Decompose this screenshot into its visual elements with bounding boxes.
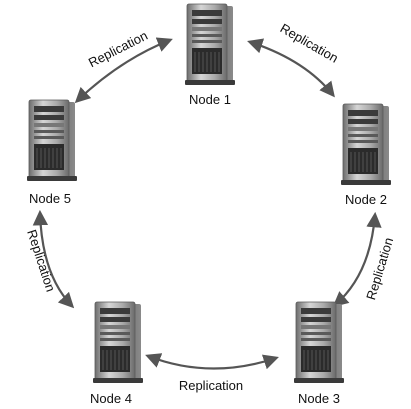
node-5-label: Node 5 (29, 191, 71, 206)
replication-arrow-3-4 (145, 353, 279, 370)
server-tower-icon (340, 103, 392, 186)
node-4: Node 4 (90, 301, 144, 406)
node-4-label: Node 4 (90, 391, 132, 406)
node-1-label: Node 1 (189, 92, 231, 107)
server-tower-icon (26, 99, 78, 182)
node-5: Node 5 (26, 99, 78, 206)
server-tower-icon (92, 301, 144, 384)
replication-arrow-4-5 (32, 209, 75, 309)
node-3-label: Node 3 (298, 391, 340, 406)
server-tower-icon (184, 3, 236, 86)
node-2-label: Node 2 (345, 192, 387, 207)
replication-arrow-1-2 (247, 38, 335, 98)
replication-label-3-4: Replication (179, 378, 243, 393)
replication-arrow-5-1 (74, 37, 173, 104)
node-2: Node 2 (340, 103, 392, 207)
replication-label-2-3: Replication (363, 236, 396, 302)
node-1: Node 1 (184, 3, 236, 107)
replication-label-4-5: Replication (24, 228, 58, 294)
replication-label-5-1: Replication (86, 28, 150, 71)
replication-arrow-2-3 (332, 211, 382, 308)
server-tower-icon (293, 301, 345, 384)
node-3: Node 3 (293, 301, 345, 406)
